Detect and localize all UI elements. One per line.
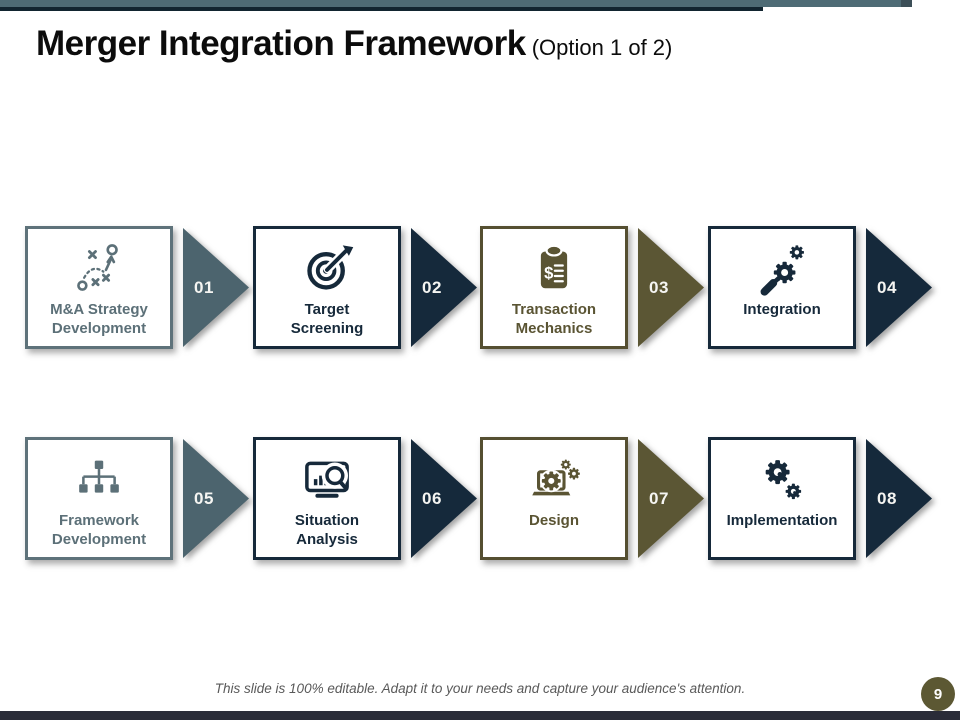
step-box-ma-strategy-development: M&A Strategy Development xyxy=(25,226,173,349)
top-bar-slate xyxy=(0,0,912,7)
top-bar-navy xyxy=(0,7,763,11)
laptop-gears-icon xyxy=(525,451,583,509)
arrow-03: 03 xyxy=(638,228,704,347)
clipboard-dollar-icon: $ xyxy=(526,240,582,298)
arrow-08: 08 xyxy=(866,439,932,558)
svg-text:$: $ xyxy=(544,264,553,283)
arrow-06: 06 xyxy=(411,439,477,558)
step-label: Situation Analysis xyxy=(294,512,360,548)
step-label: Framework Development xyxy=(51,512,147,548)
page-title-suffix: (Option 1 of 2) xyxy=(531,35,673,60)
step-box-situation-analysis: Situation Analysis xyxy=(253,437,401,560)
top-bar-end-cap xyxy=(901,0,912,7)
step-label: M&A Strategy Development xyxy=(50,301,148,337)
step-box-transaction-mechanics: $ Transaction Mechanics xyxy=(480,226,628,349)
step-label: Transaction Mechanics xyxy=(511,301,597,337)
footer-note: This slide is 100% editable. Adapt it to… xyxy=(214,681,746,696)
step-number: 03 xyxy=(649,277,669,297)
step-number: 02 xyxy=(422,277,442,297)
gear-wrench-icon xyxy=(754,240,810,298)
page-title: Merger Integration Framework(Option 1 of… xyxy=(36,24,672,64)
step-number: 05 xyxy=(194,488,214,508)
step-box-integration: Integration xyxy=(708,226,856,349)
step-number: 06 xyxy=(422,488,442,508)
step-box-design: Design xyxy=(480,437,628,560)
step-label: Target Screening xyxy=(290,301,364,337)
step-number: 07 xyxy=(649,488,669,508)
arrow-04: 04 xyxy=(866,228,932,347)
page-number-badge: 9 xyxy=(921,677,955,711)
step-label: Integration xyxy=(743,301,821,318)
step-number: 04 xyxy=(877,277,897,297)
arrow-05: 05 xyxy=(183,439,249,558)
step-number: 01 xyxy=(194,277,214,297)
step-box-target-screening: Target Screening xyxy=(253,226,401,349)
arrow-01: 01 xyxy=(183,228,249,347)
org-chart-icon xyxy=(72,451,126,509)
step-number: 08 xyxy=(877,488,897,508)
step-box-framework-development: Framework Development xyxy=(25,437,173,560)
arrow-02: 02 xyxy=(411,228,477,347)
target-icon xyxy=(299,240,355,298)
arrow-07: 07 xyxy=(638,439,704,558)
step-label: Implementation xyxy=(726,512,838,529)
step-box-implementation: Implementation xyxy=(708,437,856,560)
step-label: Design xyxy=(528,512,579,529)
monitor-search-icon xyxy=(299,451,355,509)
gears-icon xyxy=(754,451,810,509)
bottom-bar xyxy=(0,711,960,720)
page-title-main: Merger Integration Framework xyxy=(36,24,526,63)
strategy-icon xyxy=(71,240,127,298)
